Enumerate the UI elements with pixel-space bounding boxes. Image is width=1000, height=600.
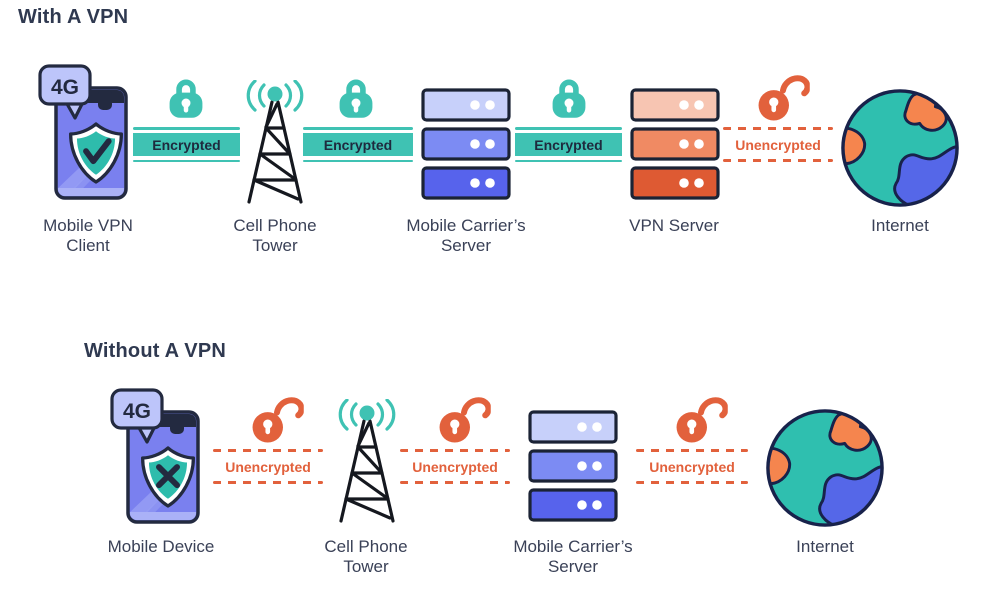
mobile-carrier-server-icon	[421, 88, 511, 200]
link-unencrypted-2: Unencrypted	[400, 449, 510, 484]
mobile-vpn-client-icon: 4G	[38, 64, 132, 204]
4g-badge-label: 4G	[51, 76, 79, 99]
node-label-carrier-server: Mobile Carrier’s Server	[513, 537, 633, 576]
4g-badge: 4G	[38, 64, 92, 120]
section-title-with-vpn: With A VPN	[18, 6, 129, 28]
vpn-server-icon	[630, 88, 720, 200]
node-label-internet: Internet	[796, 537, 854, 556]
4g-badge: 4G	[110, 388, 164, 444]
lock-open-icon	[674, 395, 728, 443]
dashed-line	[723, 159, 833, 162]
link-unencrypted-top: Unencrypted	[723, 127, 833, 162]
encrypted-band-label: Encrypted	[303, 133, 413, 156]
node-label-vpn-server: VPN Server	[629, 216, 719, 235]
node-label-carrier-server: Mobile Carrier’s Server	[406, 216, 526, 255]
link-encrypted-2: Encrypted	[303, 127, 413, 162]
node-label-internet: Internet	[871, 216, 929, 235]
dashed-line	[636, 449, 748, 452]
unencrypted-label: Unencrypted	[225, 458, 311, 475]
dashed-line	[400, 449, 510, 452]
band-bottom-line	[515, 159, 622, 162]
internet-globe-icon	[764, 407, 886, 529]
4g-badge-label: 4G	[123, 400, 151, 423]
unencrypted-label: Unencrypted	[412, 458, 498, 475]
node-label-cell-tower: Cell Phone Tower	[324, 537, 408, 576]
band-top-line	[515, 127, 622, 130]
link-unencrypted-1: Unencrypted	[213, 449, 323, 484]
lock-closed-icon	[337, 74, 375, 120]
node-label-mobile-vpn-client: Mobile VPN Client	[43, 216, 133, 255]
lock-open-icon	[756, 73, 810, 121]
lock-closed-icon	[167, 74, 205, 120]
encrypted-band-label: Encrypted	[515, 133, 622, 156]
mobile-device-icon: 4G	[110, 388, 204, 528]
dashed-line	[636, 481, 748, 484]
unencrypted-label: Unencrypted	[649, 458, 735, 475]
internet-globe-icon	[839, 87, 961, 209]
band-bottom-line	[133, 159, 240, 162]
band-top-line	[303, 127, 413, 130]
lock-open-icon	[437, 395, 491, 443]
section-title-without-vpn: Without A VPN	[84, 340, 227, 362]
link-unencrypted-3: Unencrypted	[636, 449, 748, 484]
dashed-line	[400, 481, 510, 484]
link-encrypted-3: Encrypted	[515, 127, 622, 162]
link-encrypted-1: Encrypted	[133, 127, 240, 162]
dashed-line	[213, 481, 323, 484]
mobile-carrier-server-icon	[528, 410, 618, 522]
dashed-line	[723, 127, 833, 130]
encrypted-band-label: Encrypted	[133, 133, 240, 156]
band-top-line	[133, 127, 240, 130]
lock-open-icon	[250, 395, 304, 443]
dashed-line	[213, 449, 323, 452]
lock-closed-icon	[550, 74, 588, 120]
node-label-cell-tower: Cell Phone Tower	[233, 216, 317, 255]
unencrypted-label: Unencrypted	[735, 136, 821, 153]
band-bottom-line	[303, 159, 413, 162]
node-label-mobile-device: Mobile Device	[107, 537, 215, 556]
cell-tower-icon	[338, 399, 396, 523]
